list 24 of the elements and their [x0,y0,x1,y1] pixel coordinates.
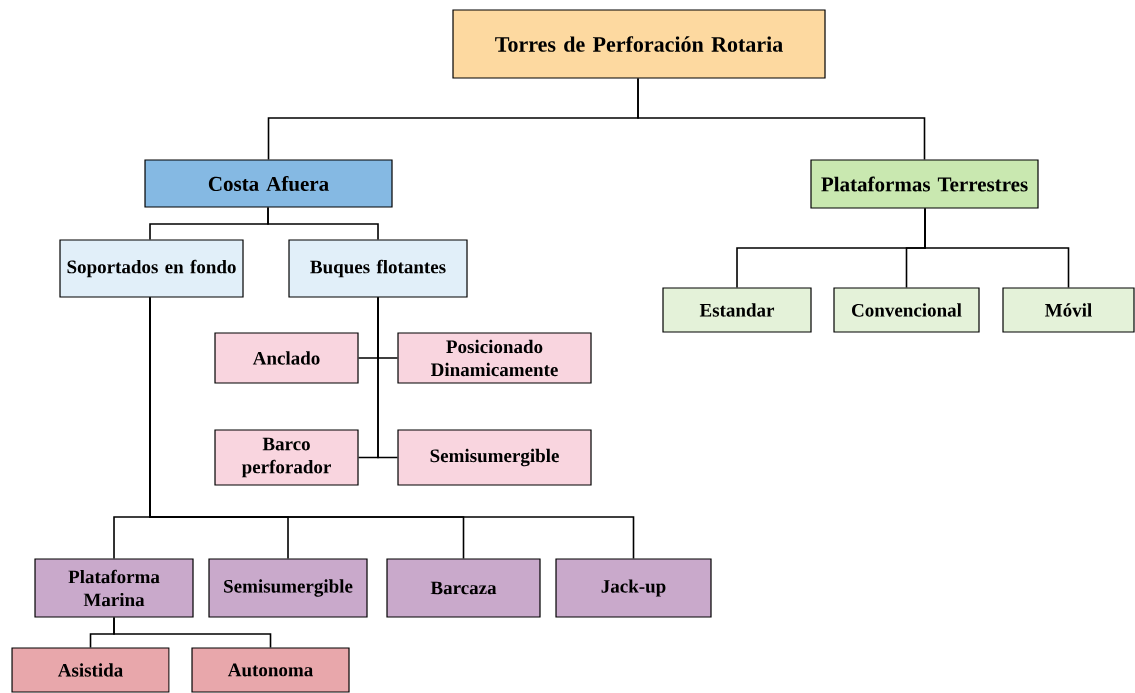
subcategory-box: Soportados en fondo [59,239,244,298]
type-box: Autonoma [191,647,350,693]
type-box: Semisumergible [208,558,368,618]
type-box: Estandar [662,287,812,333]
connector-line [637,77,926,161]
connector-line [113,616,272,649]
category-box: Plataformas Terrestres [810,159,1039,209]
connector-line [924,207,1070,289]
subcategory-box: Buques flotantes [288,239,468,298]
connector-line [267,206,379,241]
type-box: Barcaza [386,558,541,618]
type-box: Plataforma Marina [34,558,194,618]
connector-line [377,296,399,459]
type-box: Asistida [11,647,170,693]
connector-line [149,296,635,560]
type-box: Posicionado Dinamicamente [397,332,592,384]
category-box: Costa Afuera [144,159,393,208]
type-box: Barco perforador [214,429,359,486]
title-box: Torres de Perforación Rotaria [452,9,826,79]
type-box: Convencional [833,287,980,333]
type-box: Semisumergible [397,429,592,486]
type-box: Jack-up [555,558,712,618]
type-box: Anclado [214,332,359,384]
type-box: Móvil [1002,287,1135,333]
